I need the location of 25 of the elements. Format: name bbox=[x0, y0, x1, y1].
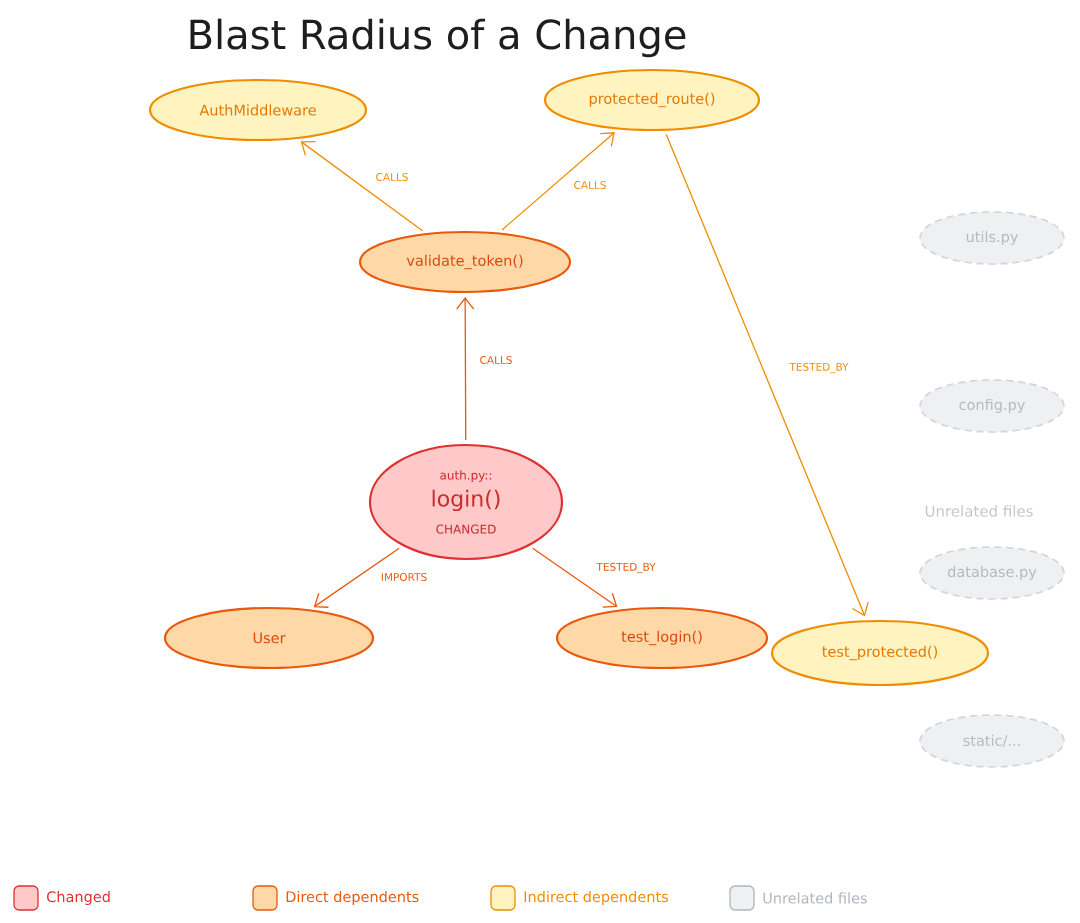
legend-label: Changed bbox=[47, 890, 110, 905]
group-label: Unrelated files bbox=[925, 505, 1033, 517]
ellipse-node: test_login() bbox=[555, 606, 769, 670]
ellipse-node: validate_token() bbox=[358, 230, 572, 294]
legend-label: Unrelated files bbox=[763, 892, 867, 904]
arrow bbox=[300, 141, 424, 232]
ellipse-node: protected_route() bbox=[543, 68, 761, 132]
edge-label: IMPORTS bbox=[379, 571, 429, 583]
edge-label: CALLS bbox=[572, 179, 608, 191]
edge-label: CALLS bbox=[374, 171, 410, 183]
arrow bbox=[501, 132, 615, 231]
edge-label: CALLS bbox=[478, 354, 514, 366]
arrow bbox=[313, 547, 400, 608]
arrow bbox=[532, 547, 618, 608]
arrow bbox=[665, 133, 869, 617]
ellipse-node: AuthMiddleware bbox=[148, 78, 368, 142]
legend-label: Direct dependents bbox=[286, 890, 419, 905]
arrow bbox=[456, 297, 475, 441]
ellipse-node: auth.py:: login() CHANGED bbox=[368, 443, 564, 561]
legend-label: Indirect dependents bbox=[524, 890, 668, 905]
ellipse-node: test_protected() bbox=[770, 619, 990, 687]
ellipse-node: User bbox=[163, 606, 375, 670]
title: Blast Radius of a Change bbox=[190, 18, 686, 58]
edge-label: TESTED_BY bbox=[594, 561, 658, 575]
edge-label: TESTED_BY bbox=[787, 361, 851, 375]
